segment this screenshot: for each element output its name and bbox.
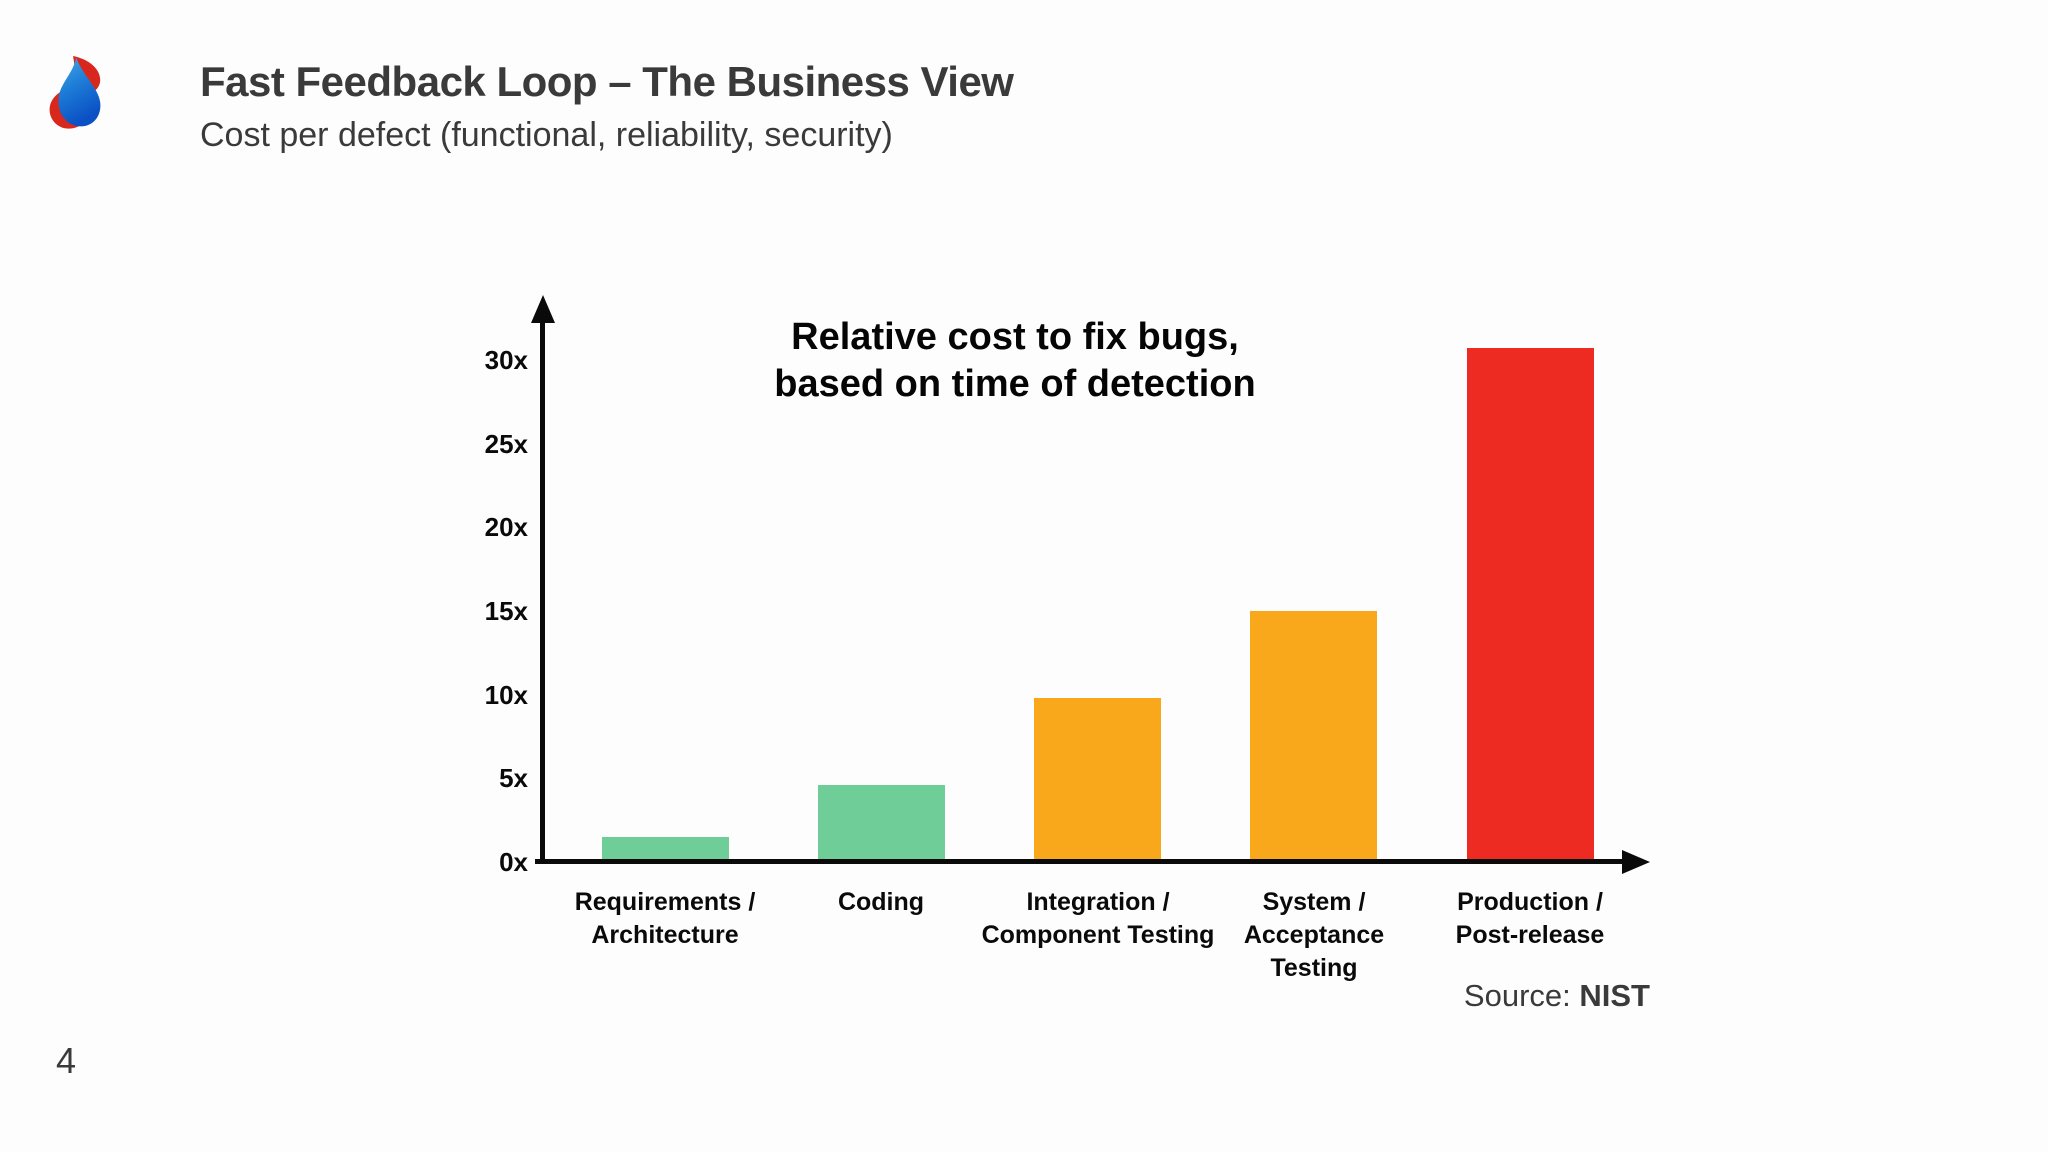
y-axis-arrowhead [531,295,555,323]
source-label: Source: NIST [1464,978,1650,1014]
y-tick-label: 5x [499,763,528,793]
slide-header: Fast Feedback Loop – The Business View C… [200,58,1014,155]
chart-bar [1250,611,1377,862]
x-axis-line [535,859,1628,864]
x-category-label: Requirements / Architecture [574,888,756,949]
slide-subtitle: Cost per defect (functional, reliability… [200,116,893,154]
y-tick-label: 30x [484,345,528,375]
swisscom-logo-icon [49,56,101,129]
chart-bar [602,837,729,862]
y-tick-label: 15x [484,596,528,626]
x-category-label: System / Acceptance Testing [1243,888,1385,982]
y-tick-label: 25x [484,429,528,459]
source-name: NIST [1579,978,1650,1013]
y-tick-label: 0x [499,847,528,877]
chart-title-line-2: based on time of detection [774,363,1256,405]
x-category-label: Coding [837,888,925,916]
chart-title-line-1: Relative cost to fix bugs, [791,316,1239,358]
y-tick-label: 10x [484,680,528,710]
chart-bar [1034,698,1161,862]
x-category-label: Production / Post-release [1455,888,1605,949]
x-axis-arrowhead [1622,850,1650,874]
page-number: 4 [56,1040,77,1081]
y-tick-label: 20x [484,512,528,542]
slide-title: Fast Feedback Loop – The Business View [200,58,1014,105]
chart-bar [818,785,945,862]
chart-title: Relative cost to fix bugs, based on time… [715,314,1315,408]
source-prefix: Source: [1463,978,1571,1013]
x-category-label: Integration / Component Testing [981,888,1215,949]
chart-bar [1467,348,1594,862]
y-axis-line [540,310,545,864]
